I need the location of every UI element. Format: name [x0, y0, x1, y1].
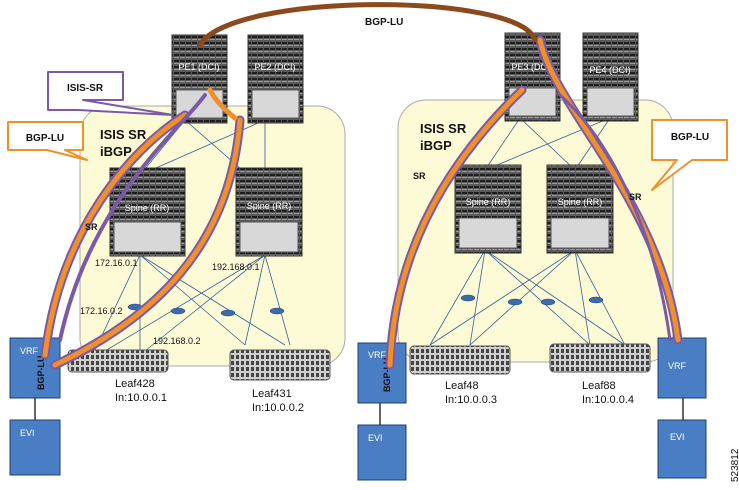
dc1-protocols-line2: iBGP: [100, 144, 132, 159]
spine3-label: Spine (RR): [466, 197, 511, 207]
dc2-protocols-line2: iBGP: [420, 138, 452, 153]
link-markers: [127, 294, 604, 317]
bgp-lu-top-label: BGP-LU: [365, 17, 403, 28]
bgp-lu-left-callout-label: BGP-LU: [26, 133, 64, 144]
traffic-paths: [40, 2, 683, 370]
leaf48-name: Leaf48: [445, 380, 479, 392]
leaf88-name: Leaf88: [582, 380, 616, 392]
leaf88-ip: In:10.0.0.4: [582, 394, 634, 406]
bgp-lu-mid-label: BGP-LU: [382, 358, 392, 393]
leaf431: [229, 349, 331, 381]
spine4: Spine (RR): [546, 164, 614, 254]
leaf431-ip: In:10.0.0.2: [252, 402, 304, 414]
leaf428-name: Leaf428: [115, 378, 155, 390]
spine3: Spine (RR): [454, 164, 522, 254]
leaf48-ip: In:10.0.0.3: [445, 394, 497, 406]
vrf-right-label: VRF: [668, 361, 687, 371]
dc1-links: [89, 119, 291, 361]
bgp-lu-right-callout: BGP-LU: [651, 119, 728, 191]
leaf428-ip: In:10.0.0.1: [115, 392, 167, 404]
leaf431-name: Leaf431: [252, 388, 292, 400]
sr-left-dc1-label: SR: [85, 222, 98, 232]
ip-192-168-0-1: 192.168.0.1: [212, 262, 260, 272]
dc2-protocols-line1: ISIS SR: [420, 121, 467, 136]
spine4-label: Spine (RR): [558, 197, 603, 207]
vrf-mid-label: VRF: [368, 350, 387, 360]
isis-sr-callout-label: ISIS-SR: [67, 83, 104, 94]
pe1-router: PE1 (DCI): [171, 34, 228, 124]
evi-box-mid: [357, 424, 407, 481]
spine2: Spine (RR): [235, 167, 303, 257]
pe4-label: PE4 (DCI): [589, 65, 630, 75]
pe1-label: PE1 (DCI): [178, 62, 219, 72]
ip-172-16-0-1: 172.16.0.1: [95, 258, 138, 268]
bgp-lu-left-callout: BGP-LU: [7, 121, 88, 161]
ip-192-168-0-2: 192.168.0.2: [153, 336, 201, 346]
vrf-box-mid: [357, 342, 407, 404]
spine2-label: Spine (RR): [247, 201, 292, 211]
evi-box-right: [657, 419, 707, 479]
pe2-router: PE2 (DCI): [247, 34, 304, 124]
leaf88: [549, 343, 651, 373]
spine1: Spine (RR): [109, 167, 186, 257]
sr-left-dc2-label: SR: [413, 171, 426, 181]
figure-id: 523812: [730, 448, 739, 482]
vrf-left-label: VRF: [20, 346, 39, 356]
leaf48: [409, 345, 511, 375]
isis-sr-callout: ISIS-SR: [47, 71, 174, 116]
bgp-lu-arc: [197, 2, 538, 48]
evi-mid-label: EVI: [368, 433, 383, 443]
bgp-lu-left-label: BGP-LU: [36, 356, 46, 391]
pe2-label: PE2 (DCI): [254, 62, 295, 72]
pe3-label: PE3 (DCI): [511, 62, 552, 72]
evi-box-left: [9, 419, 61, 476]
dc1-protocols-line1: ISIS SR: [100, 127, 147, 142]
vrf-box-right: [657, 337, 707, 399]
ip-172-16-0-2: 172.16.0.2: [80, 306, 123, 316]
evi-right-label: EVI: [670, 432, 685, 442]
bgp-lu-right-callout-label: BGP-LU: [671, 132, 709, 143]
pe4-router: PE4 (DCI): [582, 32, 639, 122]
spine1-label: Spine (RR): [125, 203, 170, 213]
sr-right-dc2-label: SR: [629, 192, 642, 202]
evi-left-label: EVI: [20, 428, 35, 438]
